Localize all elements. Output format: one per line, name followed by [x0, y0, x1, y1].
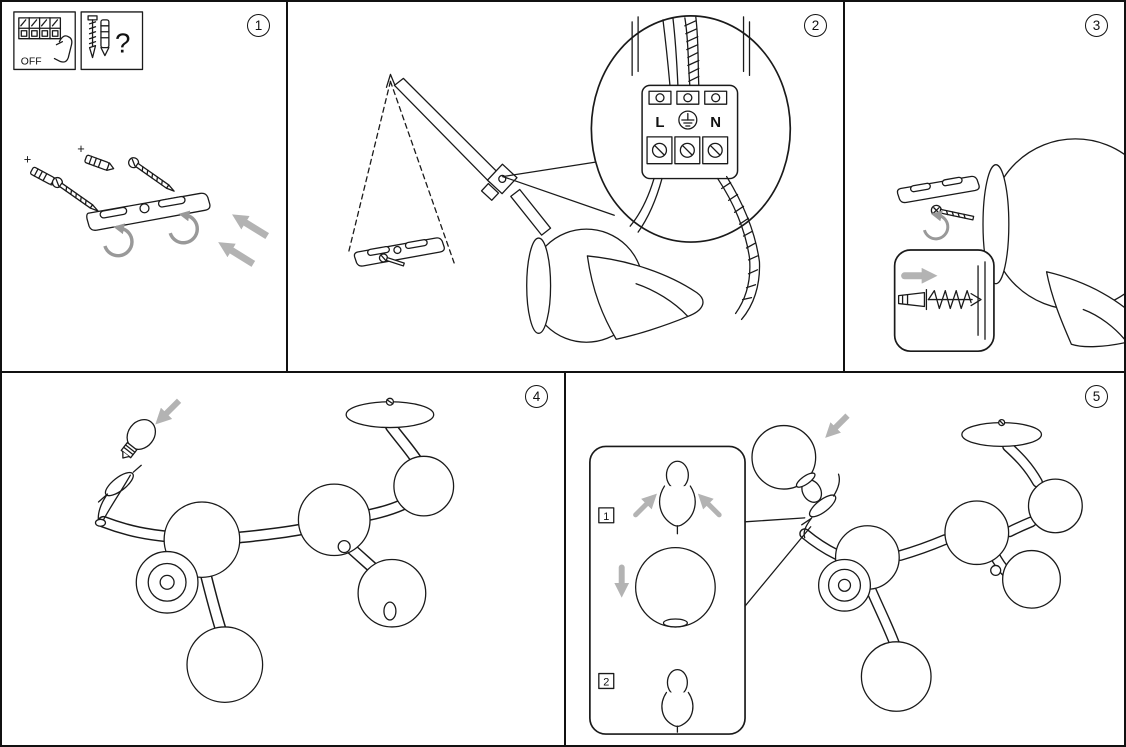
neutral-terminal-label: N: [710, 115, 721, 131]
light-bulb: [665, 460, 689, 490]
step-3-illustration: [893, 138, 1124, 353]
lamp-sphere: [860, 641, 932, 712]
arm-joint: [337, 540, 351, 554]
inset-step-2-label: 2: [603, 676, 609, 688]
screw-detail-inset: [893, 249, 995, 353]
step-badge-2: 2: [804, 14, 827, 37]
callout-pointer: [502, 160, 615, 216]
hand-icon: [53, 35, 73, 63]
live-terminal-label: L: [655, 115, 664, 131]
ceiling-cup: [982, 138, 1124, 348]
insert-arrow: [633, 493, 657, 518]
lamp-sphere: [944, 500, 1010, 566]
step-badge-4: 4: [525, 385, 548, 408]
lamp-sphere: [1002, 549, 1061, 609]
arm-joint: [990, 564, 1002, 577]
stem-connector: [480, 163, 518, 201]
earth-symbol-icon: [678, 110, 698, 130]
insert-arrow: [697, 493, 722, 518]
molecule-lamp: [135, 397, 455, 703]
wall-fixing-question-icon: [80, 11, 144, 71]
mounting-screw: [128, 157, 175, 192]
step-two-box: [598, 672, 615, 690]
terminal-block: [641, 84, 739, 180]
step-badge-3: 3: [1085, 14, 1108, 37]
lamp-sphere: [1027, 478, 1083, 534]
light-bulb: [120, 419, 157, 459]
fixing-screw: [930, 204, 975, 221]
callout-pointer: [744, 526, 812, 607]
mounting-bracket: [86, 192, 211, 231]
rotate-arrow: [922, 210, 950, 241]
panel-step-3: 3: [845, 2, 1124, 373]
lamp-sphere: [297, 483, 371, 557]
mounting-bracket: [896, 175, 980, 204]
bracket-screw: [378, 253, 405, 267]
push-arrow: [218, 214, 270, 267]
terminal-callout: [590, 15, 792, 321]
glass-globe: [634, 546, 716, 628]
step-1-illustration: OFF ? +: [13, 11, 270, 267]
step-2-illustration: L N: [348, 15, 792, 343]
callout-pointer: [744, 517, 806, 523]
lamp-sphere: [186, 626, 264, 703]
mounting-screw: [51, 176, 99, 212]
panel-step-4: 4: [2, 373, 566, 745]
lamp-sphere: [357, 558, 427, 628]
power-off-icon: [13, 11, 76, 71]
ceiling-cup: [526, 228, 704, 343]
plus-mark-left: +: [24, 152, 32, 167]
alignment-guides: [348, 73, 455, 264]
panel-step-1: OFF ? +: [2, 2, 288, 373]
insert-arrow: [825, 413, 850, 438]
plus-mark-right: +: [77, 141, 85, 156]
lamp-sphere: [393, 455, 455, 517]
glass-globe: [751, 424, 817, 490]
light-bulb: [666, 668, 688, 697]
inset-step-1-label: 1: [603, 511, 609, 523]
question-label: ?: [115, 28, 130, 59]
insert-arrow: [155, 398, 182, 425]
screwdriver-icon: [897, 291, 926, 308]
wall-anchor: [84, 154, 115, 172]
mounting-bracket: [353, 237, 445, 267]
lamp-stem: [393, 77, 552, 236]
step-badge-5: 5: [1085, 385, 1108, 408]
step-5-illustration: 1 2: [589, 413, 1083, 735]
off-label: OFF: [21, 56, 42, 67]
bulb-socket: [94, 464, 142, 527]
step-badge-1: 1: [247, 14, 270, 37]
panel-step-5: 1 2 5: [566, 373, 1124, 745]
panel-step-2: L N 2: [288, 2, 845, 373]
bulb-socket-with-bulb: [801, 473, 840, 539]
step-one-box: [598, 507, 615, 524]
steps-inset: [589, 445, 812, 735]
lamp-arms-fill: [800, 442, 1042, 647]
step-4-illustration: [94, 397, 455, 703]
rotate-arrow: [103, 210, 199, 258]
molecule-lamp: [817, 418, 1083, 712]
